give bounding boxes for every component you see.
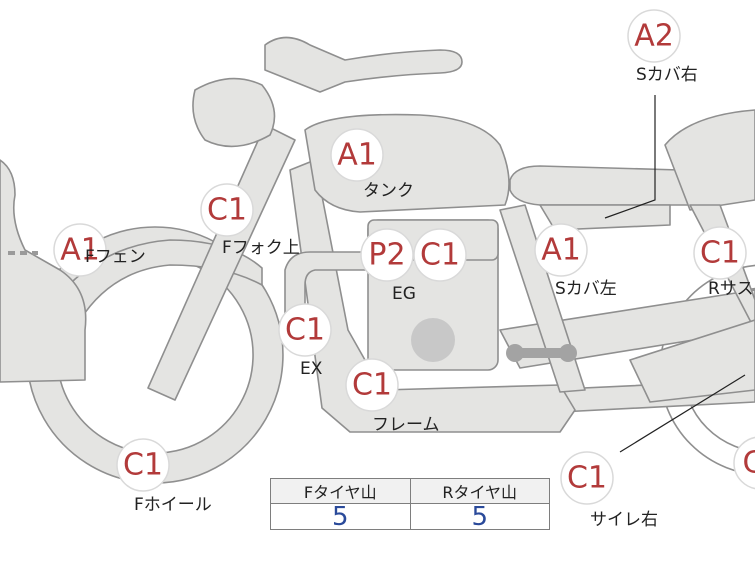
rear-tire-value: 5 — [409, 502, 550, 532]
front-cowl — [0, 159, 87, 383]
badge-a1-scover-left: A1 — [534, 223, 588, 277]
foot-peg-right-end — [559, 344, 577, 362]
badge-c1-frame: C1 — [345, 358, 399, 412]
badge-c1-silencer-right: C1 — [560, 451, 614, 505]
label-rsus: Rサス — [708, 279, 753, 299]
rear-tail — [664, 109, 755, 211]
svg-text:A1: A1 — [337, 138, 377, 173]
svg-text:C1: C1 — [352, 368, 392, 403]
headlight — [192, 77, 276, 148]
rear-tire-header: Rタイヤ山 — [409, 479, 550, 503]
svg-text:C: C — [743, 446, 755, 481]
badge-c1-rsus: C1 — [693, 226, 747, 280]
badge-c-edge-right: C — [733, 436, 755, 490]
svg-text:P2: P2 — [368, 238, 405, 273]
leader-line-scover-right — [604, 95, 656, 219]
foot-peg-left-end — [506, 344, 524, 362]
label-scover-left: Sカバ左 — [555, 279, 617, 299]
svg-text:A1: A1 — [60, 233, 100, 268]
svg-text:C1: C1 — [567, 461, 607, 496]
label-ex: EX — [300, 359, 323, 379]
svg-text:C1: C1 — [700, 236, 740, 271]
badge-c1-fwheel: C1 — [116, 438, 170, 492]
badge-a1-ffender: A1 — [53, 223, 107, 277]
foot-peg — [510, 348, 572, 358]
label-scover-right: Sカバ右 — [636, 65, 698, 85]
exhaust-pipe — [284, 251, 373, 346]
badge-c1-fork: C1 — [200, 183, 254, 237]
silencer — [629, 319, 755, 403]
svg-text:C1: C1 — [420, 238, 460, 273]
label-ffork-upper: Fフォク上 — [222, 238, 300, 258]
leader-lines — [604, 95, 746, 453]
label-frame: フレーム — [372, 415, 440, 435]
handlebar — [264, 36, 463, 93]
label-tank: タンク — [363, 181, 414, 201]
seat — [509, 165, 691, 206]
svg-text:C1: C1 — [123, 448, 163, 483]
front-tire-value: 5 — [331, 502, 349, 532]
label-eg: EG — [392, 284, 416, 304]
front-tire-header: Fタイヤ山 — [303, 483, 377, 502]
svg-text:A2: A2 — [634, 19, 674, 54]
badge-c1-engine: C1 — [413, 228, 467, 282]
tire-table-header: Fタイヤ山 Rタイヤ山 — [271, 479, 549, 504]
svg-text:C1: C1 — [207, 193, 247, 228]
leader-line-silencer-right — [619, 374, 746, 453]
tire-tread-table: Fタイヤ山 Rタイヤ山 5 5 — [270, 478, 550, 532]
badge-c1-ex: C1 — [278, 303, 332, 357]
badge-p2-engine: P2 — [360, 228, 414, 282]
svg-text:C1: C1 — [285, 313, 325, 348]
label-ffender: Fフェン — [85, 247, 146, 267]
label-silencer-right: サイレ右 — [590, 510, 658, 530]
engine-cover — [411, 318, 455, 362]
front-fork — [147, 124, 296, 401]
svg-text:A1: A1 — [541, 233, 581, 268]
badge-a1-tank: A1 — [330, 128, 384, 182]
tire-table-values: 5 5 — [271, 502, 550, 532]
badge-a2-top: A2 — [627, 9, 681, 63]
label-fwheel: Fホイール — [134, 495, 212, 515]
